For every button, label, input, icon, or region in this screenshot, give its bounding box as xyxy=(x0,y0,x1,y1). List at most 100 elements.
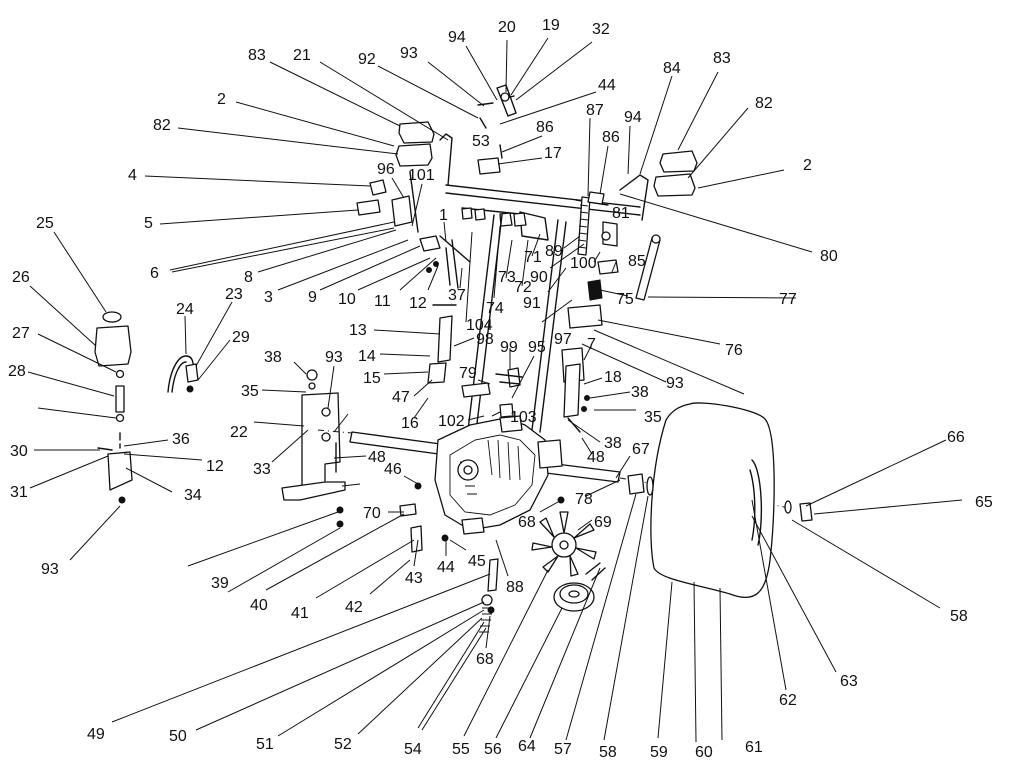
callout-10: 10 xyxy=(338,291,356,308)
callout-59: 59 xyxy=(650,744,668,761)
left-seat-pads xyxy=(395,121,435,167)
callout-81: 81 xyxy=(612,205,630,222)
callout-16: 16 xyxy=(401,415,419,432)
callout-60: 60 xyxy=(695,744,713,761)
callout-38-left: 38 xyxy=(264,349,282,366)
callout-28: 28 xyxy=(8,363,26,380)
left-bracket xyxy=(281,369,346,501)
callout-58-right: 58 xyxy=(950,608,968,625)
callout-97: 97 xyxy=(554,331,572,348)
callout-8: 8 xyxy=(244,269,253,286)
callout-103: 103 xyxy=(510,409,537,426)
callout-35-left: 35 xyxy=(241,383,259,400)
callout-12-left: 12 xyxy=(206,458,224,475)
callout-46: 46 xyxy=(384,461,402,478)
callout-31: 31 xyxy=(10,484,28,501)
callout-52: 52 xyxy=(334,736,352,753)
callout-3: 3 xyxy=(264,289,273,306)
callout-53: 53 xyxy=(472,133,490,150)
callout-57: 57 xyxy=(554,741,572,758)
transaxle xyxy=(434,415,563,535)
callout-93-bottom: 93 xyxy=(41,561,59,578)
callout-64: 64 xyxy=(518,738,536,755)
callout-44-bottom: 44 xyxy=(437,559,455,576)
callout-79: 79 xyxy=(459,365,477,382)
callout-86-top: 86 xyxy=(536,119,554,136)
callout-48-right: 48 xyxy=(587,449,605,466)
callout-73: 73 xyxy=(498,269,516,286)
callout-37: 37 xyxy=(448,287,466,304)
callout-2-left: 2 xyxy=(217,91,226,108)
callout-63: 63 xyxy=(840,673,858,690)
grip-75 xyxy=(587,279,603,301)
callout-29: 29 xyxy=(232,329,250,346)
callout-100: 100 xyxy=(570,255,597,272)
callout-15: 15 xyxy=(363,370,381,387)
callout-21: 21 xyxy=(293,47,311,64)
callout-19: 19 xyxy=(542,17,560,34)
callout-32: 32 xyxy=(592,21,610,38)
callout-41: 41 xyxy=(291,605,309,622)
right-seat-pads xyxy=(653,150,698,197)
callout-35-right: 35 xyxy=(644,409,662,426)
callout-47: 47 xyxy=(392,389,410,406)
fan-pulley xyxy=(531,511,606,612)
callout-94-top: 94 xyxy=(448,29,466,46)
leader-lines xyxy=(27,37,963,743)
callout-87: 87 xyxy=(586,102,604,119)
callout-83-right: 83 xyxy=(713,50,731,67)
callout-65: 65 xyxy=(975,494,993,511)
callout-40: 40 xyxy=(250,597,268,614)
control-levers xyxy=(356,171,527,289)
callout-34: 34 xyxy=(184,487,202,504)
callout-84: 84 xyxy=(663,60,681,77)
callout-67: 67 xyxy=(632,441,650,458)
callout-25: 25 xyxy=(36,215,54,232)
callout-36: 36 xyxy=(172,431,190,448)
callout-48-left: 48 xyxy=(368,449,386,466)
callout-22: 22 xyxy=(230,424,248,441)
callout-82-right: 82 xyxy=(755,95,773,112)
callout-17: 17 xyxy=(544,145,562,162)
callout-13: 13 xyxy=(349,322,367,339)
callout-89: 89 xyxy=(545,243,563,260)
callout-76: 76 xyxy=(725,342,743,359)
hub-parts xyxy=(627,473,813,522)
handle-down xyxy=(427,214,603,433)
callout-20: 20 xyxy=(498,19,516,36)
callout-78: 78 xyxy=(575,491,593,508)
callout-98: 98 xyxy=(476,331,494,348)
callout-69: 69 xyxy=(594,514,612,531)
callout-62: 62 xyxy=(779,692,797,709)
callout-12-top: 12 xyxy=(409,295,427,312)
callout-77: 77 xyxy=(779,291,797,308)
callout-38-right-b: 38 xyxy=(604,435,622,452)
callout-5: 5 xyxy=(144,215,153,232)
callout-85: 85 xyxy=(628,253,646,270)
callout-96: 96 xyxy=(377,161,395,178)
callout-71: 71 xyxy=(524,249,542,266)
callout-49: 49 xyxy=(87,726,105,743)
top-bracket xyxy=(477,84,517,175)
handle-bars xyxy=(439,133,661,301)
callout-82-left: 82 xyxy=(153,117,171,134)
callout-104: 104 xyxy=(466,317,493,334)
callout-labels: 83 21 92 93 94 20 19 32 44 53 86 17 2 82… xyxy=(8,17,993,761)
callout-92: 92 xyxy=(358,51,376,68)
callout-61: 61 xyxy=(745,739,763,756)
callout-68-bottom: 68 xyxy=(476,651,494,668)
bottom-hardware xyxy=(336,482,565,633)
callout-45: 45 xyxy=(468,553,486,570)
callout-91: 91 xyxy=(523,295,541,312)
fuel-line xyxy=(167,355,199,393)
callout-33: 33 xyxy=(253,461,271,478)
callout-1: 1 xyxy=(439,207,448,224)
wheel xyxy=(650,402,775,599)
callout-9: 9 xyxy=(308,289,317,306)
callout-54: 54 xyxy=(404,741,422,758)
callout-42: 42 xyxy=(345,599,363,616)
callout-74: 74 xyxy=(486,300,504,317)
callout-26: 26 xyxy=(12,269,30,286)
callout-95: 95 xyxy=(528,339,546,356)
